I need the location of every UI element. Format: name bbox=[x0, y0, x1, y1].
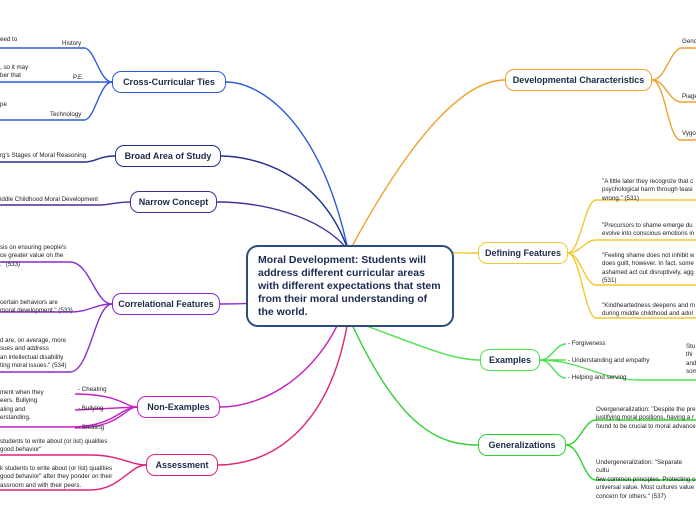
examples-text[interactable]: Stu thi and som bbox=[686, 343, 696, 376]
overgeneralization-text[interactable]: Overgeneralization: "Despite the pre jus… bbox=[596, 406, 696, 430]
correlational-text-3[interactable]: d are, on average, more sues and address… bbox=[0, 337, 67, 370]
branch-generalizations[interactable]: Generalizations bbox=[478, 434, 566, 456]
branch-label: Broad Area of Study bbox=[124, 151, 212, 161]
branch-label: Cross-Curricular Ties bbox=[123, 77, 215, 87]
defining-text-2[interactable]: "Precursors to shame emerge du evolve in… bbox=[602, 222, 695, 238]
correlational-text-1[interactable]: sis on ensuring people's ce greater valu… bbox=[0, 244, 67, 268]
connector-narrow-concept bbox=[0, 201, 349, 251]
branch-narrow-concept[interactable]: Narrow Concept bbox=[130, 191, 217, 213]
central-topic[interactable]: Moral Development: Students will address… bbox=[246, 245, 454, 327]
child-history[interactable]: History bbox=[62, 40, 82, 47]
developmental-item-vygotsky[interactable]: Vygo bbox=[682, 130, 696, 137]
child-technology[interactable]: Technology bbox=[50, 111, 82, 118]
undergeneralization-text[interactable]: Undergeneralization: "Separate cultu few… bbox=[596, 459, 696, 500]
branch-label: Examples bbox=[488, 355, 532, 365]
branch-label: Non-Examples bbox=[147, 402, 210, 412]
central-topic-text: Moral Development: Students will address… bbox=[258, 253, 441, 318]
branch-label: Defining Features bbox=[484, 248, 561, 258]
connector-cross-curricular bbox=[0, 47, 349, 251]
branch-examples[interactable]: Examples bbox=[480, 349, 540, 371]
connector-generalizations bbox=[349, 319, 696, 481]
assessment-text-2[interactable]: k students to write about (or list) qual… bbox=[0, 465, 113, 489]
branch-non-examples[interactable]: Non-Examples bbox=[137, 396, 220, 418]
child-technology-text: pe bbox=[0, 101, 7, 108]
non-examples-text[interactable]: ment when they eers. Bullying aling and … bbox=[0, 389, 44, 422]
example-helping-serving[interactable]: - Helping and serving bbox=[568, 374, 627, 381]
non-example-bullying[interactable]: - Bullying bbox=[78, 405, 104, 412]
branch-broad-area[interactable]: Broad Area of Study bbox=[115, 145, 221, 167]
developmental-item-gender[interactable]: Gend bbox=[682, 38, 696, 45]
child-history-text: eed to bbox=[0, 36, 18, 43]
child-pe[interactable]: P.E. bbox=[73, 74, 84, 81]
branch-correlational-features[interactable]: Correlational Features bbox=[112, 293, 220, 315]
connector-developmental bbox=[349, 47, 696, 251]
branch-assessment[interactable]: Assessment bbox=[146, 454, 218, 476]
correlational-text-2[interactable]: certain behaviors are moral development.… bbox=[0, 299, 73, 315]
developmental-item-piaget[interactable]: Piage bbox=[682, 93, 696, 100]
branch-label: Developmental Characteristics bbox=[512, 75, 645, 85]
example-understanding-empathy[interactable]: - Understanding and empathy bbox=[568, 357, 650, 364]
branch-label: Narrow Concept bbox=[138, 197, 209, 207]
branch-label: Correlational Features bbox=[118, 299, 214, 309]
connector-examples bbox=[349, 319, 696, 381]
defining-text-4[interactable]: "Kindheartedness deepens and m during mi… bbox=[602, 302, 696, 318]
assessment-text-1[interactable]: students to write about (or list) qualit… bbox=[0, 438, 108, 454]
branch-label: Assessment bbox=[155, 460, 209, 470]
branch-defining-features[interactable]: Defining Features bbox=[478, 242, 568, 264]
narrow-concept-text[interactable]: iddle Childhood Moral Development bbox=[0, 196, 99, 203]
connector-broad-area bbox=[0, 155, 349, 251]
non-example-cheating[interactable]: - Cheating bbox=[78, 386, 107, 393]
branch-label: Generalizations bbox=[488, 440, 556, 450]
branch-developmental-characteristics[interactable]: Developmental Characteristics bbox=[505, 69, 652, 91]
broad-area-text[interactable]: rg's Stages of Moral Reasoning bbox=[0, 152, 87, 159]
connector-defining bbox=[399, 199, 696, 319]
example-forgiveness[interactable]: - Forgiveness bbox=[568, 340, 606, 347]
child-pe-text: , so it may ber that bbox=[0, 64, 29, 80]
defining-text-3[interactable]: "Feeling shame does not inhibit w does g… bbox=[602, 252, 695, 285]
connector-assessment bbox=[0, 319, 349, 491]
non-example-stealing[interactable]: - Stealing bbox=[78, 424, 105, 431]
branch-cross-curricular[interactable]: Cross-Curricular Ties bbox=[112, 71, 226, 93]
defining-text-1[interactable]: "A little later they recognize that c ps… bbox=[602, 178, 694, 202]
